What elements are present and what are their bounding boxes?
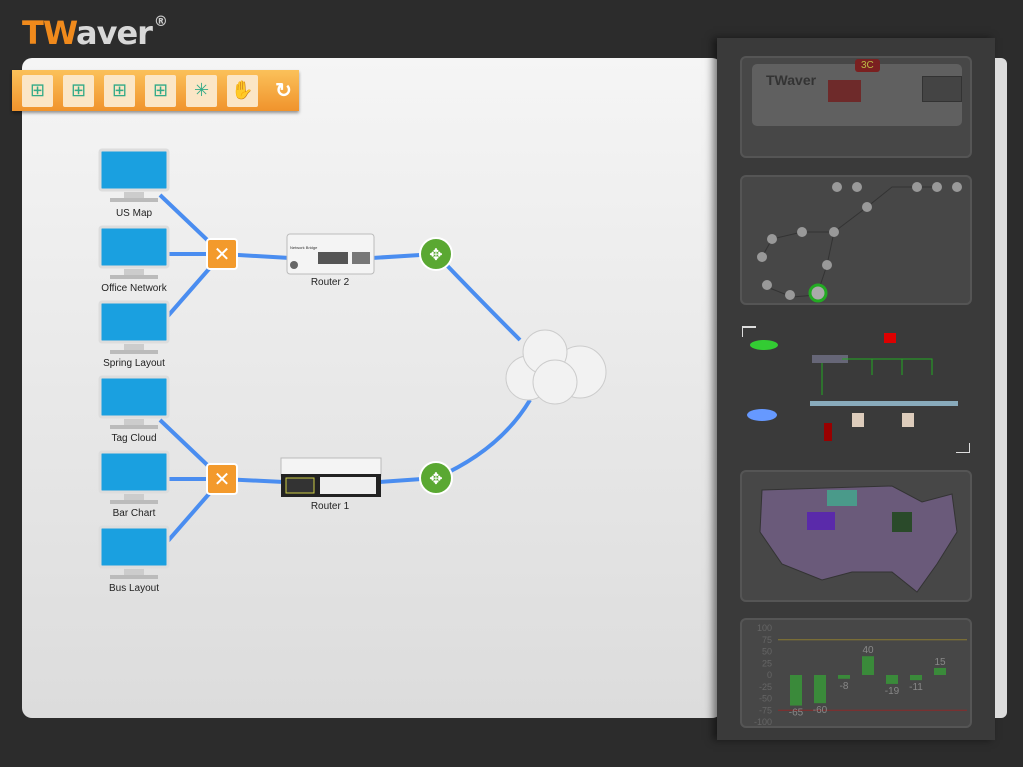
y-tick-label: -75: [759, 705, 772, 715]
node-label: Office Network: [101, 283, 167, 294]
thumb-office-network[interactable]: [741, 325, 971, 454]
star-layout-button[interactable]: ✳: [186, 74, 217, 107]
router-2-device[interactable]: Network Bridge: [286, 233, 375, 275]
y-tick-label: 50: [762, 647, 772, 657]
top-tree-layout-button[interactable]: ⊞: [104, 74, 135, 107]
node-label: US Map: [115, 208, 153, 219]
bar: [862, 656, 874, 675]
computer-icon[interactable]: [98, 525, 170, 579]
svg-text:✥: ✥: [429, 471, 442, 488]
switch-icon[interactable]: ✕: [206, 238, 238, 270]
bar: [886, 675, 898, 684]
right-tree-layout-button[interactable]: ⊞: [63, 74, 94, 107]
device-brand: TWaver: [766, 72, 817, 88]
bar-value-label: -8: [840, 681, 849, 692]
y-tick-label: -100: [754, 717, 772, 727]
svg-text:Network Bridge: Network Bridge: [290, 245, 318, 250]
router-1-device[interactable]: [280, 457, 382, 497]
layout-toolbar: ⊞ ⊞ ⊞ ⊞ ✳ ✋ ↻: [12, 70, 299, 111]
bar-value-label: -11: [909, 682, 923, 693]
hub-icon[interactable]: ✥: [419, 237, 453, 271]
bar: [934, 667, 946, 675]
refresh-button[interactable]: ↻: [275, 80, 292, 102]
svg-text:✕: ✕: [214, 244, 231, 266]
computer-icon[interactable]: [98, 300, 170, 354]
switch-icon[interactable]: ✕: [206, 463, 238, 495]
svg-text:✥: ✥: [429, 247, 442, 264]
y-tick-label: -50: [759, 694, 772, 704]
computer-icon[interactable]: [98, 375, 170, 429]
thumb-us-map[interactable]: [740, 470, 972, 602]
thumb-device[interactable]: TWaver 3C: [740, 56, 972, 158]
bar: [814, 675, 826, 704]
bottom-tree-layout-button[interactable]: ⊞: [145, 74, 176, 107]
alarm-badge: 3C: [855, 59, 880, 72]
cloud-icon[interactable]: [505, 329, 607, 405]
bar: [910, 675, 922, 681]
thumb-spring-layout[interactable]: [740, 175, 972, 305]
node-label: Bus Layout: [108, 583, 160, 594]
computer-icon[interactable]: [98, 450, 170, 504]
bar: [838, 675, 850, 679]
twaver-logo: TWaver®: [22, 14, 168, 52]
node-label: Router 1: [310, 501, 350, 512]
network-topology: ✕ ✕ Network Bridge ✥ ✥: [98, 148, 607, 579]
y-tick-label: 0: [767, 670, 772, 680]
bar-value-label: -19: [885, 686, 900, 697]
y-tick-label: 100: [757, 623, 772, 633]
y-tick-label: 25: [762, 658, 772, 668]
svg-text:✕: ✕: [214, 469, 231, 491]
pan-hand-button[interactable]: ✋: [227, 74, 258, 107]
computer-icon[interactable]: [98, 225, 170, 279]
node-label: Bar Chart: [112, 508, 156, 519]
bar-value-label: 15: [934, 657, 946, 668]
bar-value-label: 40: [862, 645, 874, 656]
left-tree-layout-button[interactable]: ⊞: [22, 74, 53, 107]
bar-value-label: -65: [789, 708, 804, 719]
node-label: Spring Layout: [103, 358, 165, 369]
node-label: Tag Cloud: [111, 433, 157, 444]
y-tick-label: -25: [759, 682, 772, 692]
hub-icon[interactable]: ✥: [419, 461, 453, 495]
y-tick-label: 75: [762, 635, 772, 645]
bar: [790, 675, 802, 706]
scrollbar[interactable]: [995, 58, 1007, 718]
computer-icon[interactable]: [98, 148, 170, 202]
node-label: Router 2: [310, 277, 350, 288]
bar-value-label: -60: [813, 705, 828, 716]
